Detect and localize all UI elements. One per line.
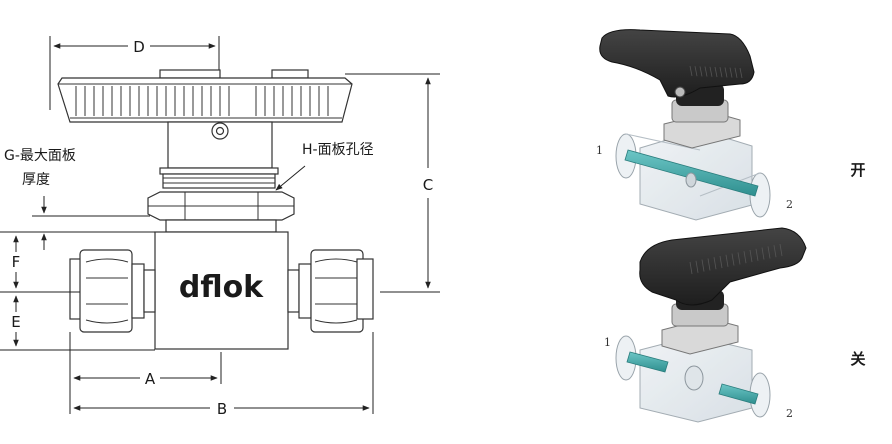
- closed-valve-view: 1 2 关: [604, 227, 866, 423]
- valve-body: dflok: [154, 231, 289, 350]
- dimension-d: D: [49, 36, 220, 110]
- note-h: H-面板孔径: [275, 142, 374, 191]
- technical-drawing: D: [0, 36, 440, 418]
- note-g-line2: 厚度: [22, 172, 50, 188]
- dimension-e-label: E: [11, 313, 20, 331]
- note-g-line1: G-最大面板: [4, 148, 76, 164]
- panel-nut: [147, 191, 295, 233]
- open-valve-view: 1 2 开: [596, 29, 866, 221]
- right-fitting: [287, 249, 374, 333]
- open-port-in: 1: [596, 144, 603, 157]
- dimension-a: A: [69, 332, 222, 414]
- stem-block: [159, 121, 279, 189]
- open-state-label: 开: [850, 161, 865, 179]
- dimension-b-label: B: [217, 400, 227, 418]
- dimension-f-label: F: [12, 253, 21, 271]
- dimension-d-label: D: [133, 38, 145, 56]
- dimension-f: F: [0, 235, 80, 293]
- closed-port-in: 1: [604, 336, 611, 349]
- note-g: G-最大面板 厚度: [0, 148, 155, 250]
- dimension-c: C: [345, 73, 440, 293]
- note-h-label: H-面板孔径: [302, 142, 374, 158]
- brand-label: dflok: [179, 270, 264, 305]
- open-port-out: 2: [786, 198, 793, 211]
- dimension-e: E: [0, 295, 155, 351]
- closed-state-label: 关: [850, 350, 865, 368]
- dimension-a-label: A: [145, 370, 156, 388]
- handle-knob: [57, 69, 353, 123]
- dimension-c-label: C: [423, 176, 433, 194]
- dimension-b: B: [73, 332, 374, 418]
- left-fitting: [69, 249, 156, 333]
- closed-port-out: 2: [786, 407, 793, 420]
